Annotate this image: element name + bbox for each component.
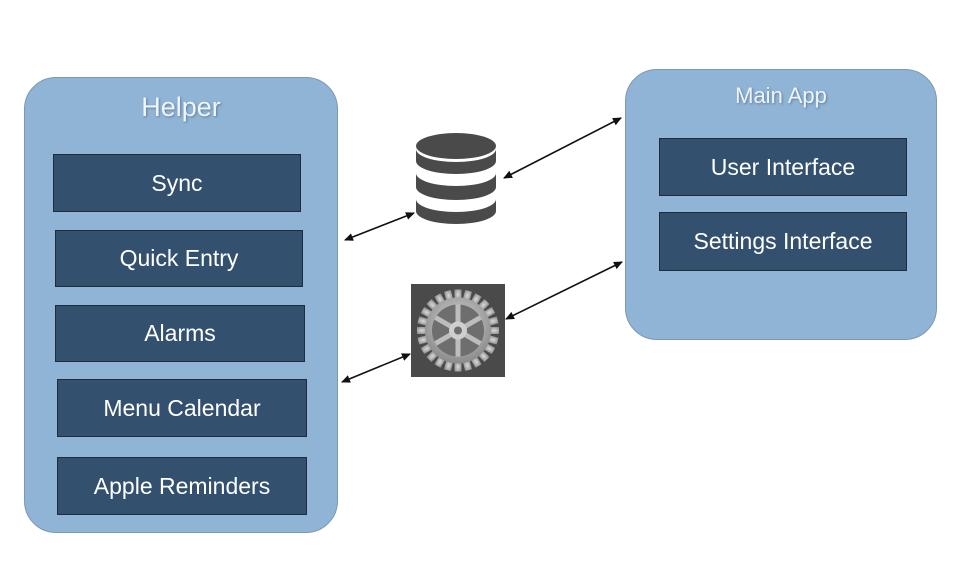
gear-tooth	[454, 289, 462, 302]
menu-calendar-box: Menu Calendar	[57, 379, 307, 437]
helper-db-arrow	[344, 212, 415, 241]
gear-mainapp-arrow	[505, 261, 623, 320]
gear-icon	[411, 284, 505, 377]
user-interface-box: User Interface	[659, 138, 907, 196]
apple-reminders-box: Apple Reminders	[57, 457, 307, 515]
quick-entry-box: Quick Entry	[55, 230, 303, 287]
helper-title: Helper	[141, 92, 221, 122]
main-app-title: Main App	[735, 83, 827, 108]
database-icon	[412, 131, 500, 227]
settings-interface-box: Settings Interface	[659, 212, 907, 271]
db-mainapp-arrow	[503, 117, 622, 179]
alarms-box: Alarms	[55, 305, 305, 362]
sync-box: Sync	[53, 154, 301, 212]
helper-gear-arrow	[341, 353, 411, 383]
main-app-panel: Main App	[625, 69, 937, 340]
gear-tooth	[454, 359, 462, 372]
